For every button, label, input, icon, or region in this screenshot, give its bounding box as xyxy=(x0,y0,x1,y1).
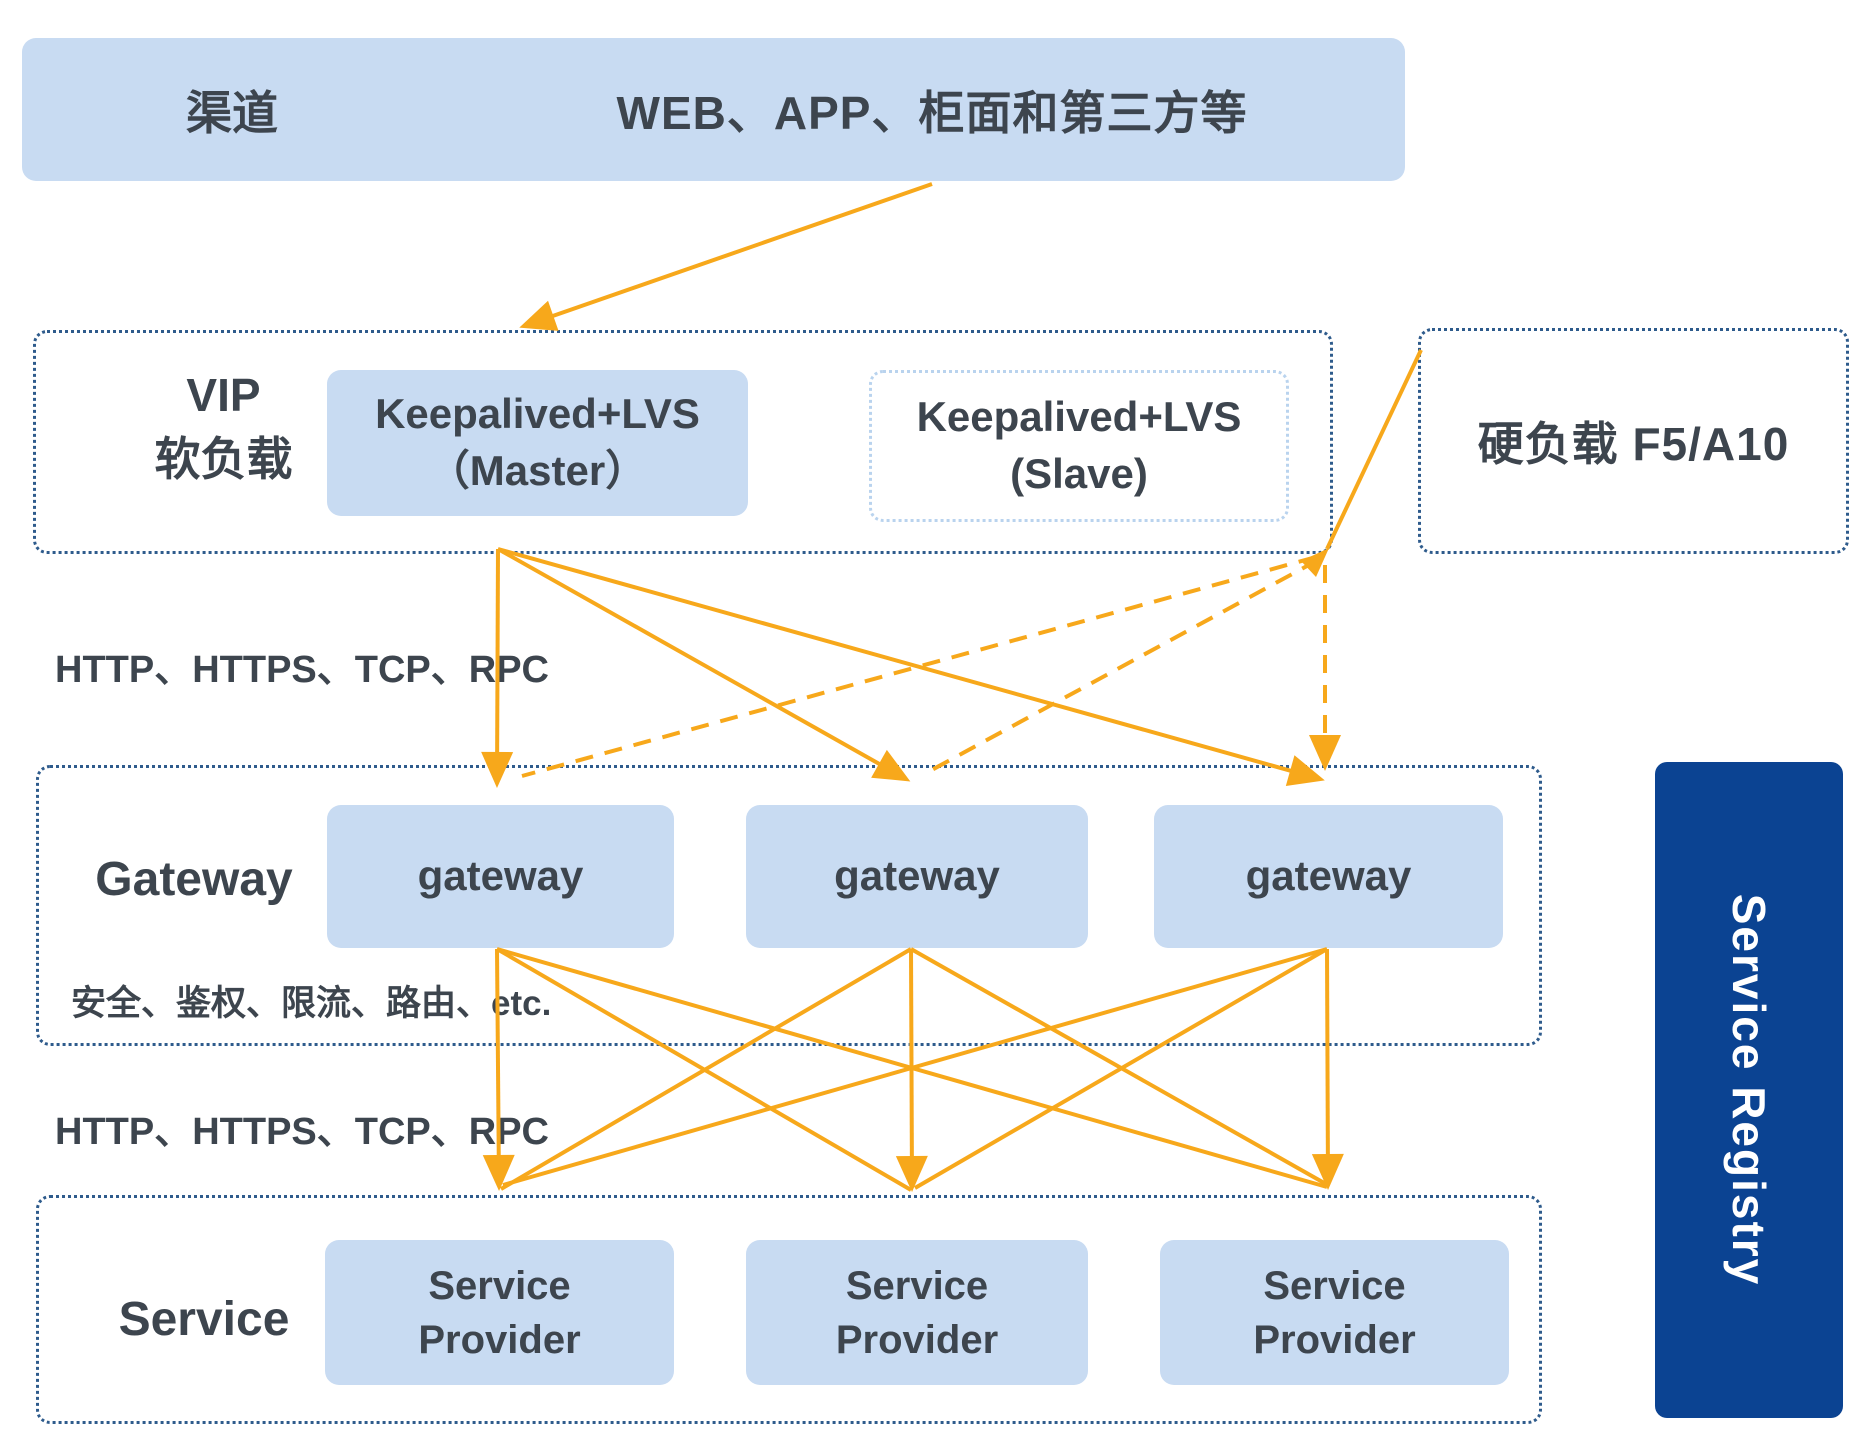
arrow-vip-to-gateway2 xyxy=(497,547,911,782)
service-provider-node-2: Service Provider xyxy=(746,1240,1088,1385)
protocols-label-top: HTTP、HTTPS、TCP、RPC xyxy=(55,649,550,691)
service-registry-label: Service Registry xyxy=(1723,893,1775,1287)
gateway-node-3: gateway xyxy=(1154,805,1503,948)
master-node-line2: （Master） xyxy=(427,447,648,494)
vip-title-line1: VIP xyxy=(186,369,261,421)
service-provider-3-line1: Service xyxy=(1263,1263,1406,1308)
service-provider-1-line2: Provider xyxy=(418,1317,581,1362)
gateway-title: Gateway xyxy=(95,853,293,906)
vip-softload-container: VIP 软负载 Keepalived+LVS （Master） Keepaliv… xyxy=(33,330,1333,554)
dashed-arrow-corner-to-gateway2 xyxy=(927,558,1319,774)
hard-load-box: 硬负载 F5/A10 xyxy=(1418,328,1849,554)
master-node-line1: Keepalived+LVS xyxy=(375,390,700,438)
slave-node-line1: Keepalived+LVS xyxy=(916,393,1242,441)
arrow-channel-to-vip xyxy=(519,182,933,331)
gateway-features-label: 安全、鉴权、限流、路由、etc. xyxy=(71,984,552,1023)
channel-bar: 渠道 WEB、APP、柜面和第三方等 xyxy=(22,38,1405,181)
protocols-label-bottom: HTTP、HTTPS、TCP、RPC xyxy=(55,1111,550,1153)
gateway-node-1: gateway xyxy=(327,805,674,948)
service-provider-node-1: Service Provider xyxy=(325,1240,674,1385)
service-registry-bar: Service Registry xyxy=(1655,762,1843,1418)
service-provider-2-line1: Service xyxy=(845,1263,989,1308)
hard-load-label: 硬负载 F5/A10 xyxy=(1477,418,1790,470)
vip-title: VIP 软负载 xyxy=(106,363,341,492)
channel-label: 渠道 xyxy=(186,86,278,139)
line-f5-to-vip-corner xyxy=(1325,349,1423,550)
channel-content-label: WEB、APP、柜面和第三方等 xyxy=(616,86,1248,139)
keepalived-slave-node: Keepalived+LVS (Slave) xyxy=(869,370,1289,522)
service-container: Service Service Provider Service Provide… xyxy=(36,1195,1542,1424)
service-provider-3-line2: Provider xyxy=(1253,1317,1416,1362)
service-title: Service xyxy=(118,1293,290,1346)
keepalived-master-node: Keepalived+LVS （Master） xyxy=(327,370,748,516)
slave-node-line2: (Slave) xyxy=(1010,450,1148,497)
arrow-vip-to-gateway3 xyxy=(497,547,1325,787)
service-provider-1-line1: Service xyxy=(428,1263,571,1308)
gateway-container: Gateway gateway gateway gateway 安全、鉴权、限流… xyxy=(36,765,1542,1046)
vip-title-line2: 软负载 xyxy=(154,433,293,486)
dashed-arrow-corner-to-gateway1 xyxy=(521,555,1317,778)
gateway-node-2: gateway xyxy=(746,805,1088,948)
service-provider-2-line2: Provider xyxy=(835,1317,999,1362)
service-provider-node-3: Service Provider xyxy=(1160,1240,1509,1385)
